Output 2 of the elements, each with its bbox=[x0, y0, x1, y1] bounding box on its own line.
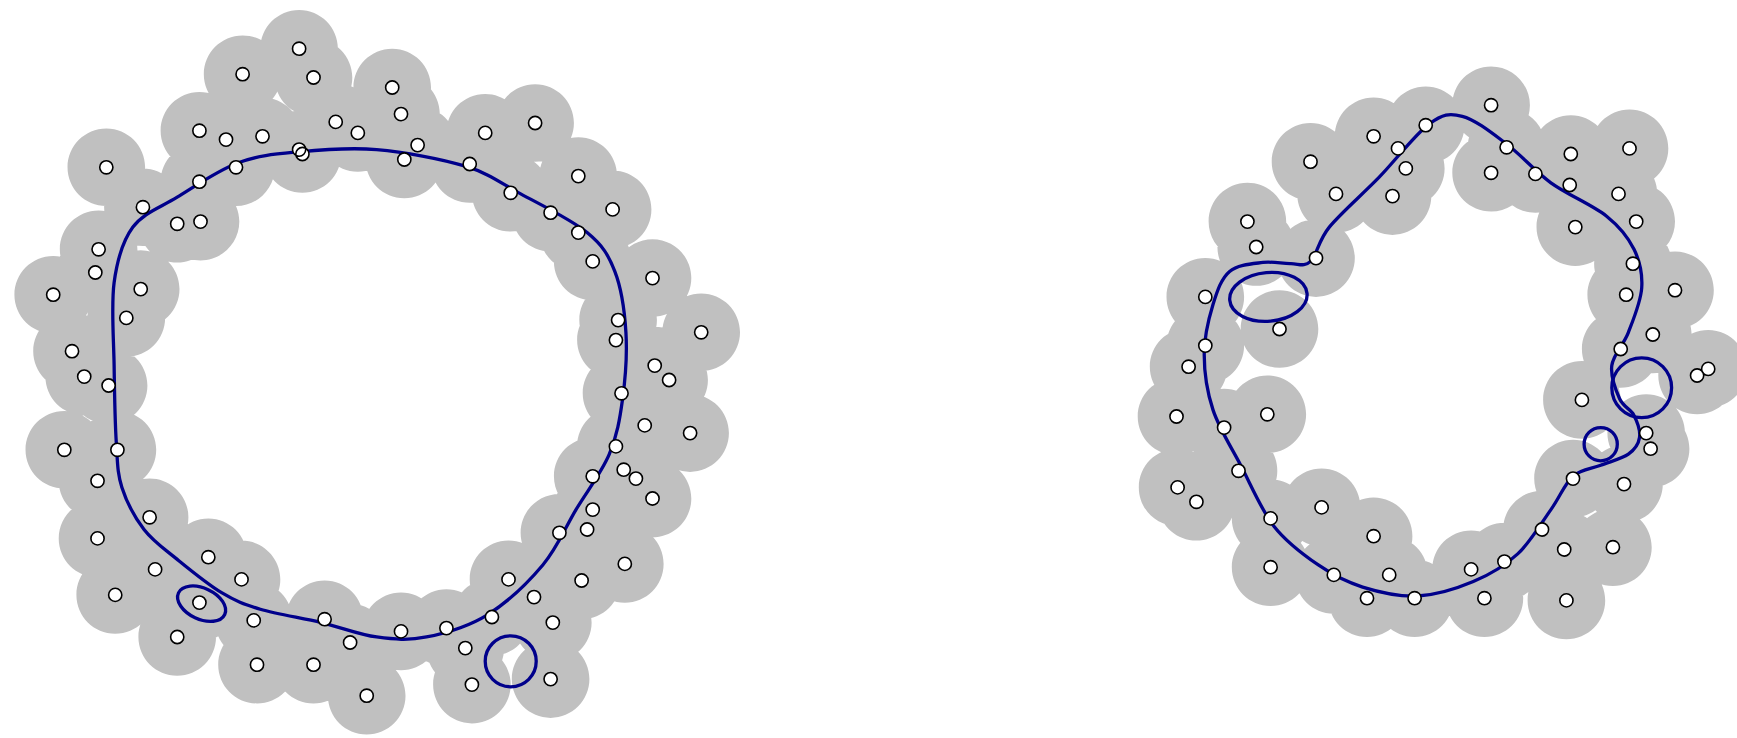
point-cloud-drawing bbox=[14, 9, 740, 735]
point-cloud-drawing bbox=[1137, 66, 1737, 640]
